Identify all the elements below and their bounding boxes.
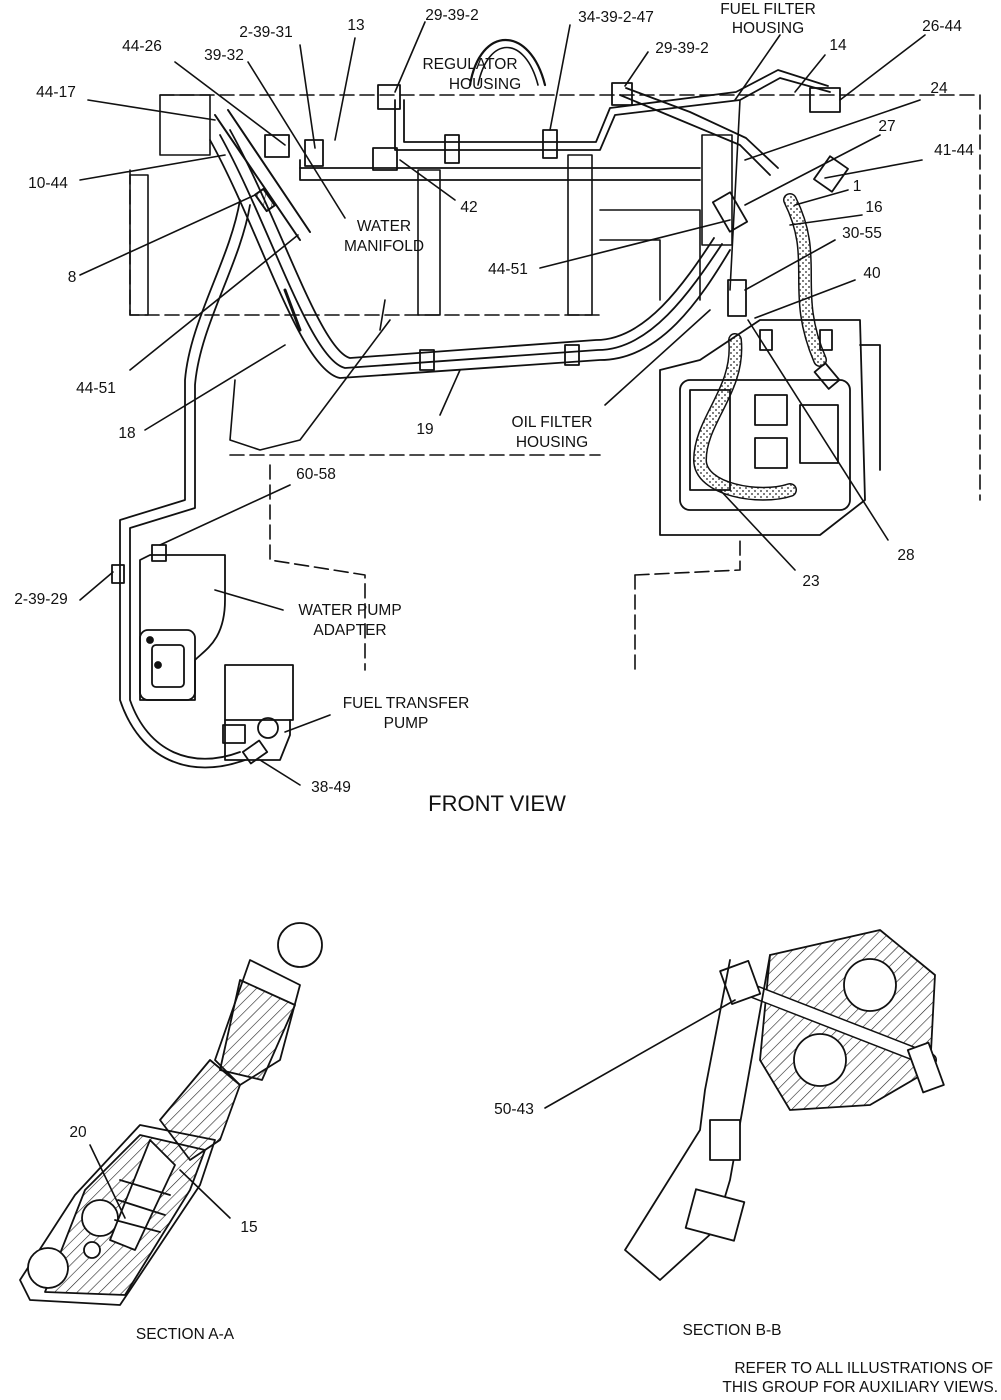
water-pump-adapter (139, 554, 226, 701)
fuel-transfer-pump (111, 544, 294, 765)
fuel-filter-housing-label-2: HOUSING (731, 20, 805, 37)
section-a-a-drawing (19, 922, 323, 1306)
callout-41-44: 41-44 (934, 142, 974, 159)
water-pump-adapter-label-2: ADAPTER (313, 622, 387, 639)
callout-8: 8 (67, 269, 77, 286)
angled-fitting-8 (214, 109, 311, 332)
tube-18 (119, 199, 251, 769)
callout-30-55: 30-55 (842, 225, 882, 242)
callout-44-17: 44-17 (36, 84, 76, 101)
oil-filter-housing-label-2: HOUSING (515, 434, 589, 451)
section-b-b-title: SECTION B-B (682, 1322, 782, 1339)
callout-16: 16 (865, 199, 883, 216)
callout-44-51-b: 44-51 (76, 380, 116, 397)
callout-2-39-31: 2-39-31 (239, 24, 293, 41)
callout-29-39-2-b: 29-39-2 (655, 40, 709, 57)
callout-13: 13 (347, 17, 365, 34)
callout-1: 1 (852, 178, 862, 195)
callout-44-51-a: 44-51 (488, 261, 528, 278)
callout-29-39-2-a: 29-39-2 (425, 7, 479, 24)
leader-lines (79, 21, 926, 1219)
fuel-line-top (299, 69, 831, 181)
callout-40: 40 (863, 265, 881, 282)
callout-2-39-29: 2-39-29 (14, 591, 68, 608)
callout-14: 14 (829, 37, 847, 54)
front-view-title: FRONT VIEW (428, 791, 566, 816)
callout-60-58: 60-58 (296, 466, 336, 483)
callout-23: 23 (802, 573, 820, 590)
callout-27: 27 (878, 118, 896, 135)
callout-44-26: 44-26 (122, 38, 162, 55)
fuel-transfer-pump-label-1: FUEL TRANSFER (342, 695, 470, 712)
callout-42: 42 (460, 199, 478, 216)
oil-filter-housing-label-1: OIL FILTER (511, 414, 593, 431)
oil-filter-housing-box (659, 319, 881, 536)
engine-structure (129, 38, 741, 451)
regulator-housing-label-1: REGULATOR (422, 56, 518, 73)
callout-26-44: 26-44 (922, 18, 962, 35)
water-manifold-label-1: WATER (356, 218, 412, 235)
callout-28: 28 (897, 547, 915, 564)
tube-19 (209, 129, 731, 379)
callout-24: 24 (930, 80, 948, 97)
callout-38-49: 38-49 (311, 779, 351, 796)
callout-19: 19 (416, 421, 434, 438)
hose-16 (783, 193, 827, 367)
regulator-housing-label-2: HOUSING (448, 76, 522, 93)
callout-10-44: 10-44 (28, 175, 68, 192)
water-manifold-label-2: MANIFOLD (343, 238, 425, 255)
footer-note-line-2: THIS GROUP FOR AUXILIARY VIEWS. (722, 1379, 998, 1396)
callout-39-32: 39-32 (204, 47, 244, 64)
hose-23 (693, 333, 797, 501)
fuel-transfer-pump-label-2: PUMP (383, 715, 429, 732)
callout-15: 15 (240, 1219, 258, 1236)
section-a-a-title: SECTION A-A (135, 1326, 235, 1343)
water-pump-adapter-label-1: WATER PUMP (298, 602, 402, 619)
callout-50-43: 50-43 (494, 1101, 534, 1118)
fuel-filter-housing-label-1: FUEL FILTER (720, 1, 816, 18)
footer-note-line-1: REFER TO ALL ILLUSTRATIONS OF (734, 1360, 993, 1377)
callout-20: 20 (69, 1124, 87, 1141)
callout-18: 18 (118, 425, 136, 442)
section-b-b-drawing (624, 929, 945, 1281)
callout-34-39-2-47: 34-39-2-47 (578, 9, 654, 26)
